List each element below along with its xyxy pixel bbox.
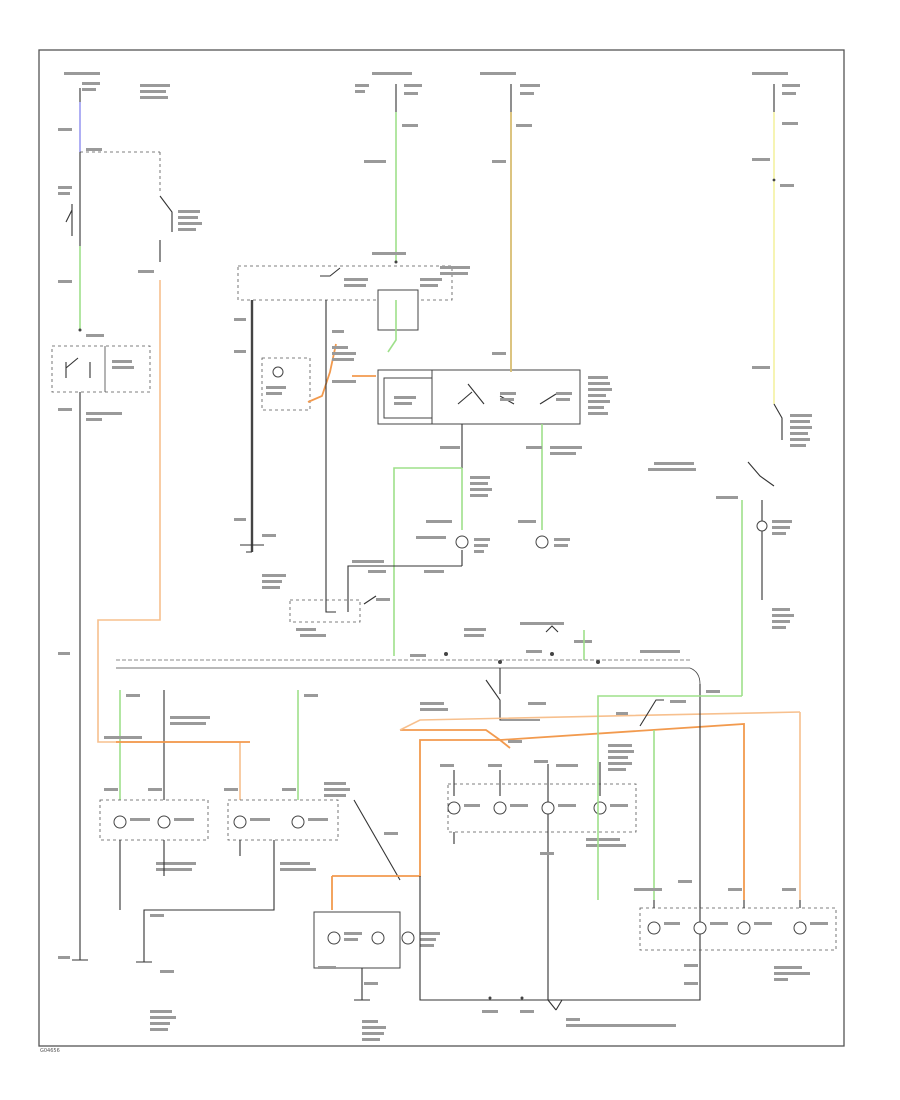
left-lamp-cluster — [58, 690, 339, 1031]
right-center-wiring — [399, 668, 801, 1027]
diagram-code: G04656 — [40, 1048, 60, 1054]
center-lamp-cluster — [313, 739, 500, 1041]
connector-block-center — [289, 556, 390, 637]
right-power-feed — [648, 72, 812, 696]
control-module — [234, 265, 612, 589]
distribution-bus — [116, 622, 701, 685]
center-power-feeds — [355, 72, 540, 360]
right-lamp-cluster — [634, 880, 837, 985]
diagram-frame — [38, 49, 845, 1047]
left-power-feed — [58, 72, 202, 337]
hazard-relay-box — [51, 345, 151, 940]
module-output-wires — [347, 424, 582, 656]
orange-circuit-left — [97, 280, 240, 743]
